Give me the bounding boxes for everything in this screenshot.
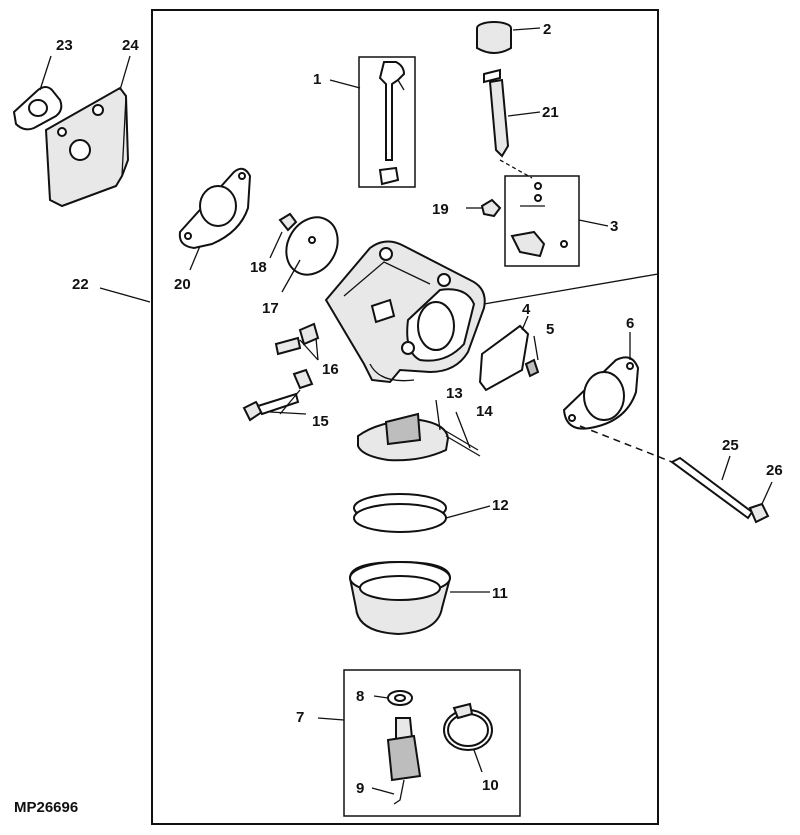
label-5: 5 [546, 321, 554, 338]
part-25-stud [670, 456, 754, 520]
part-20-gasket [178, 167, 252, 250]
label-25: 25 [722, 437, 739, 454]
label-15: 15 [312, 413, 329, 430]
label-1: 1 [313, 71, 321, 88]
label-21: 21 [542, 104, 559, 121]
label-22: 22 [72, 276, 89, 293]
part-21-needle [483, 68, 533, 179]
part-26-nut [748, 502, 770, 524]
label-13: 13 [446, 385, 463, 402]
part-2-cap [476, 21, 512, 54]
label-4: 4 [522, 301, 531, 318]
part-3-box [504, 175, 580, 267]
label-3: 3 [610, 218, 618, 235]
label-14: 14 [476, 403, 493, 420]
carburetor-body [324, 240, 486, 384]
leader-lines [39, 27, 773, 795]
part-14-spring [443, 429, 481, 457]
part-6-gasket [562, 356, 640, 430]
part-3-linkage [510, 182, 568, 258]
part-4-plate [478, 324, 530, 392]
label-8: 8 [356, 688, 364, 705]
part-23-gasket [12, 86, 63, 131]
part-12-oring [353, 493, 447, 533]
part-10-clamp [443, 702, 493, 751]
part-15-screws [242, 368, 314, 422]
label-19: 19 [432, 201, 449, 218]
part-13-float [357, 412, 450, 462]
main-frame [151, 9, 659, 825]
label-2: 2 [543, 21, 551, 38]
part-5-screw [524, 358, 540, 378]
part-9-solenoid [386, 717, 422, 805]
part-19-nut [480, 198, 502, 218]
part-8-washer [387, 690, 413, 706]
label-10: 10 [482, 777, 499, 794]
label-17: 17 [262, 300, 279, 317]
part-24-plate [44, 86, 130, 208]
label-16: 16 [322, 361, 339, 378]
part-16-screws [274, 322, 320, 356]
label-20: 20 [174, 276, 191, 293]
diagram-code: MP26696 [14, 799, 78, 816]
part-1-shaft [378, 61, 406, 186]
label-9: 9 [356, 780, 364, 797]
label-18: 18 [250, 259, 267, 276]
label-7: 7 [296, 709, 304, 726]
label-23: 23 [56, 37, 73, 54]
label-24: 24 [122, 37, 139, 54]
part-1-box [358, 56, 416, 188]
label-11: 11 [492, 585, 508, 602]
label-26: 26 [766, 462, 783, 479]
part-11-bowl [348, 560, 452, 636]
part-18-screw [278, 212, 298, 232]
label-6: 6 [626, 315, 634, 332]
part-7-box [343, 669, 521, 817]
label-12: 12 [492, 497, 509, 514]
